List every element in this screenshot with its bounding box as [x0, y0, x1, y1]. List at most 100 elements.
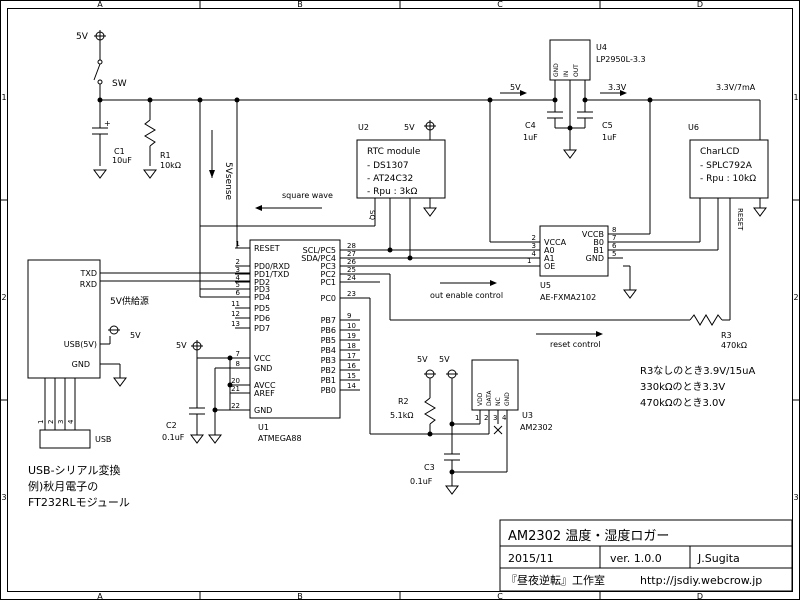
zone-row-2-right: 2	[793, 293, 798, 302]
u5-pin-number: 4	[532, 250, 537, 258]
c2-ground-icon	[190, 434, 204, 444]
u1-pin-number: 15	[347, 372, 356, 380]
u1-pin-name: PD1/TXD	[254, 270, 289, 279]
u3-part-label: AM2302	[520, 423, 553, 432]
u1-right-wiring: out enable control reset control	[340, 247, 690, 435]
u3-pin-num-2: 2	[484, 414, 488, 422]
u6-reset-label: RESET	[736, 208, 744, 231]
u3-pin-nc: NC	[495, 397, 502, 406]
r3-value-label: 470kΩ	[721, 341, 747, 350]
u6-title-label: CharLCD	[700, 147, 740, 157]
usb-connector-icon	[39, 429, 91, 449]
zone-col-b-bottom: B	[297, 592, 303, 600]
u1-pin-number: 9	[347, 312, 351, 320]
zone-col-c-bottom: C	[497, 592, 503, 600]
u2-line-1: - DS1307	[367, 161, 409, 171]
u5-ref-label: U5	[540, 281, 551, 290]
u1-pin-name: SDA/PC4	[301, 254, 336, 263]
r2-value-label: 5.1kΩ	[390, 411, 413, 420]
reset-control-label: reset control	[550, 340, 601, 349]
u3-ref-label: U3	[522, 411, 533, 420]
zone-col-a-bottom: A	[97, 592, 103, 600]
u1-pin-number: 24	[347, 274, 356, 282]
u1-pin-number: 12	[231, 310, 240, 318]
u5-part-label: AE-FXMA2102	[540, 293, 596, 302]
u3-pin-data: DATA	[486, 390, 493, 406]
u4-pin-gnd: GND	[553, 63, 560, 77]
usb-desc-1: USB-シリアル変換	[28, 463, 120, 477]
title-text: AM2302 温度・湿度ロガー	[508, 528, 669, 544]
usb-pin-rxd: RXD	[80, 280, 97, 289]
u2-title-label: RTC module	[367, 147, 421, 157]
c4-ref-label: C4	[525, 121, 536, 130]
c3-value-label: 0.1uF	[410, 477, 433, 486]
r3-ref-label: R3	[721, 331, 732, 340]
u1-pin-name: PD7	[254, 324, 270, 333]
u4-pin-out: OUT	[573, 64, 580, 77]
u4-regulator: U4 LP2950L-3.3 GND IN OUT 5V 3.3V 3.3V/7…	[500, 39, 760, 159]
usb-desc-3: FT232RLモジュール	[28, 496, 130, 509]
out-enable-label: out enable control	[430, 291, 503, 300]
u1-pin-name: PC1	[321, 278, 337, 287]
u1-pin-number: 5	[236, 281, 240, 289]
usb-pin-usb5v: USB(5V)	[64, 340, 97, 349]
u5-ground-icon	[623, 289, 637, 299]
u5-pin-number: 8	[612, 226, 616, 234]
c1-ground-icon	[93, 169, 107, 179]
u5-pin-name: OE	[544, 262, 555, 271]
v33-current-label: 3.3V/7mA	[716, 83, 756, 92]
usb-pin-num-4: 4	[67, 419, 75, 424]
u1-pin-name: AVCC	[254, 381, 276, 390]
u1-pin-name: PB4	[321, 346, 336, 355]
usb-pin-num-3: 3	[57, 420, 65, 424]
u3-pin-num-4: 4	[502, 414, 507, 422]
u1-pin-name: AREF	[254, 389, 275, 398]
u1-pin-number: 26	[347, 258, 356, 266]
u1-pin-name: PC0	[321, 294, 337, 303]
u1-pin-name: GND	[254, 406, 272, 415]
u4-ref-label: U4	[596, 43, 607, 52]
title-url: http://jsdiy.webcrow.jp	[640, 574, 762, 587]
u1-pin-number: 20	[231, 377, 240, 385]
zone-col-c-top: C	[497, 0, 503, 9]
c3-ref-label: C3	[424, 463, 435, 472]
u1-pin-name: PC2	[321, 270, 337, 279]
title-version: ver. 1.0.0	[610, 552, 662, 565]
u1-pin-number: 3	[236, 266, 240, 274]
u1-pin-name: PD2	[254, 278, 270, 287]
u5-oe-pin-num: 1	[527, 257, 531, 265]
u1-pin-name: RESET	[254, 244, 280, 253]
c5-value-label: 1uF	[602, 133, 617, 142]
u2-ground-icon	[423, 207, 437, 217]
r1-ground-icon	[143, 169, 157, 179]
v33-rail-label: 3.3V	[608, 83, 627, 92]
u5-pin-number: 3	[532, 242, 536, 250]
u3-pin-gnd: GND	[504, 392, 511, 406]
u1-pin-number: 1	[236, 240, 240, 248]
zone-row-3-left: 3	[1, 493, 6, 502]
u1-pin-name: PB5	[321, 336, 336, 345]
r2-ref-label: R2	[398, 397, 409, 406]
usb-v5-label: 5V	[130, 331, 141, 340]
u1-pin-name: GND	[254, 364, 272, 373]
u5-pin-name: VCCA	[544, 238, 567, 247]
c1-polarity-label: +	[104, 119, 111, 128]
c2-value-label: 0.1uF	[162, 433, 185, 442]
usb-pin-num-1: 1	[37, 420, 45, 424]
u6-line-2: - Rpu : 10kΩ	[700, 174, 756, 184]
zone-col-b-top: B	[297, 0, 303, 9]
u5-pin-name: VCCB	[582, 230, 604, 239]
u1-pin-name: PB2	[321, 366, 336, 375]
u1-pin-number: 21	[231, 385, 240, 393]
u1-pin-number: 16	[347, 362, 356, 370]
r1-value-label: 10kΩ	[160, 161, 181, 170]
u1-pin-number: 18	[347, 342, 356, 350]
title-org: 『昼夜逆転』工作室	[506, 573, 605, 587]
u1-pin-name: PB3	[321, 356, 336, 365]
u4-part-label: LP2950L-3.3	[596, 55, 646, 64]
r1-ref-label: R1	[160, 151, 171, 160]
zone-row-2-left: 2	[1, 293, 6, 302]
